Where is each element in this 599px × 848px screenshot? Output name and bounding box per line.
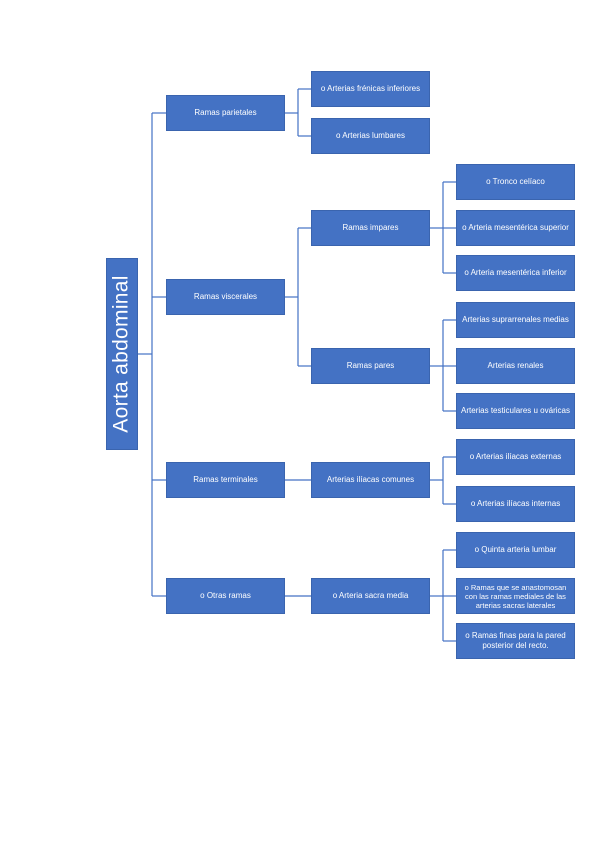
root-node: Aorta abdominal: [106, 258, 138, 450]
node-tronco-celiaco: o Tronco celíaco: [456, 164, 575, 200]
node-arteria-sacra-media: o Arteria sacra media: [311, 578, 430, 614]
node-arterias-iliacas-comunes: Arterias ilíacas comunes: [311, 462, 430, 498]
node-arterias-iliacas-externas: o Arterias ilíacas externas: [456, 439, 575, 475]
node-ramas-terminales: Ramas terminales: [166, 462, 285, 498]
node-quinta-arteria-lumbar: o Quinta arteria lumbar: [456, 532, 575, 568]
node-ramas-viscerales: Ramas viscerales: [166, 279, 285, 315]
node-arterias-frenicas-inferiores: o Arterias frénicas inferiores: [311, 71, 430, 107]
node-ramas-anastomosan: o Ramas que se anastomosan con las ramas…: [456, 578, 575, 614]
node-ramas-impares: Ramas impares: [311, 210, 430, 246]
node-arterias-lumbares: o Arterias lumbares: [311, 118, 430, 154]
node-ramas-pares: Ramas pares: [311, 348, 430, 384]
node-arteria-mesenterica-superior: o Arteria mesentérica superior: [456, 210, 575, 246]
node-arterias-renales: Arterias renales: [456, 348, 575, 384]
node-ramas-parietales: Ramas parietales: [166, 95, 285, 131]
node-ramas-finas-recto: o Ramas finas para la pared posterior de…: [456, 623, 575, 659]
node-otras-ramas: o Otras ramas: [166, 578, 285, 614]
node-arterias-suprarrenales-medias: Arterias suprarrenales medias: [456, 302, 575, 338]
root-label: Aorta abdominal: [110, 275, 133, 433]
node-arteria-mesenterica-inferior: o Arteria mesentérica inferior: [456, 255, 575, 291]
node-arterias-iliacas-internas: o Arterias ilíacas internas: [456, 486, 575, 522]
node-arterias-testiculares-ovaricas: Arterias testiculares u ováricas: [456, 393, 575, 429]
